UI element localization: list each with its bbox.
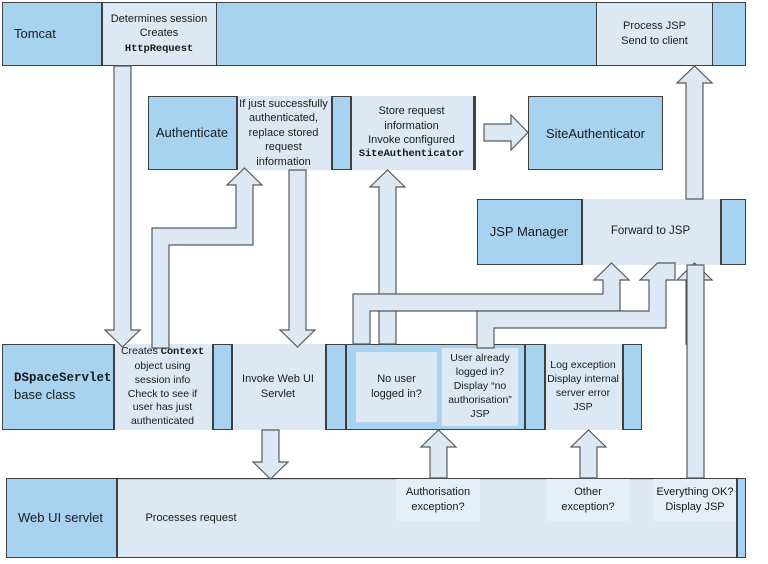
step-log-exception-line2: Display internal bbox=[547, 373, 619, 386]
step-store-request-information: Store request information Invoke configu… bbox=[350, 96, 473, 170]
step-creates-context-line6: authenticated bbox=[130, 415, 195, 428]
lane-webui-separator-2 bbox=[736, 478, 738, 558]
step-processes-request-label: Processes request bbox=[145, 511, 237, 524]
box-site-authenticator: SiteAuthenticator bbox=[528, 96, 663, 170]
creates-label: Creates bbox=[120, 344, 161, 357]
step-other-exception-label: Other exception? bbox=[561, 486, 615, 513]
arrow-authenticate-to-dspaceservlet bbox=[278, 169, 317, 348]
step-log-exception-line3: server error JSP bbox=[555, 387, 611, 413]
step-replace-stored-line4: request information bbox=[256, 141, 311, 168]
step-log-exception: Log exception Display internal server er… bbox=[544, 344, 622, 430]
step-authorisation-exception: Authorisation exception? bbox=[396, 479, 480, 521]
lane-dspace-separator-1 bbox=[113, 344, 115, 430]
step-processes-request: Processes request bbox=[126, 478, 256, 558]
context-token: Context bbox=[160, 345, 205, 358]
step-forward-to-jsp: Forward to JSP bbox=[581, 199, 720, 265]
arrow-tomcat-to-dspaceservlet bbox=[103, 65, 142, 348]
step-store-request-line1: Store request information bbox=[378, 105, 445, 132]
lane-dspace-separator-5 bbox=[345, 344, 347, 430]
step-auth-exception-line2: exception? bbox=[411, 501, 465, 513]
siteauthenticator-token: SiteAuthenticator bbox=[358, 147, 465, 160]
step-invoke-webui-line2: Servlet bbox=[260, 388, 296, 400]
creates-word: Creates bbox=[139, 27, 179, 40]
step-replace-stored-line2: authenticated, bbox=[248, 112, 319, 125]
step-creates-context-line3: session info bbox=[134, 373, 191, 386]
step-process-jsp-line1: Process JSP bbox=[623, 20, 686, 33]
step-already-logged-line3: Display “no bbox=[453, 380, 507, 393]
arrow-auth-exception-to-dspaceservlet bbox=[419, 429, 458, 479]
step-invoke-webui-servlet: Invoke Web UI Servlet bbox=[231, 344, 325, 430]
step-determines-session: Determines session Creates HttpRequest bbox=[101, 2, 217, 66]
step-already-logged-line1: User already bbox=[450, 352, 510, 365]
arrow-store-request-to-siteauthenticator bbox=[483, 113, 529, 152]
step-store-request-line2: Invoke configured bbox=[368, 134, 455, 147]
lane-dspace-separator-3 bbox=[231, 344, 233, 430]
lane-dspace-separator-7 bbox=[544, 344, 546, 430]
lane-tomcat-separator-1 bbox=[101, 2, 103, 66]
lane-webui-separator-1 bbox=[116, 478, 118, 558]
lane-dspace-separator-8 bbox=[622, 344, 624, 430]
arrow-jspmanager-to-process-jsp bbox=[675, 65, 714, 200]
step-creates-context-line5: user has just bbox=[132, 401, 193, 414]
step-auth-exception-line1: Authorisation bbox=[405, 486, 471, 499]
arrow-dspaceservlet-to-store-request bbox=[368, 169, 407, 345]
step-no-user-line2: logged in? bbox=[371, 388, 422, 400]
step-determines-session-line1: Determines session bbox=[110, 12, 208, 25]
step-process-jsp: Process JSP Send to client bbox=[596, 2, 713, 66]
step-everything-ok-line2: Display JSP bbox=[665, 501, 725, 513]
arrow-dspaceservlet-to-webui bbox=[251, 429, 290, 480]
step-user-already-logged-in: User already logged in? Display “no auth… bbox=[442, 348, 518, 426]
step-everything-ok-line1: Everything OK? bbox=[656, 486, 734, 499]
step-replace-stored-line1: If just successfully bbox=[239, 97, 328, 110]
lane-jsp-manager-separator-2 bbox=[720, 199, 722, 265]
step-creates-context-line2: object using bbox=[134, 359, 191, 372]
step-everything-ok: Everything OK? Display JSP bbox=[653, 479, 737, 521]
lane-dspace-separator-6 bbox=[524, 344, 526, 430]
arrow-already-logged-to-jspmanager bbox=[476, 262, 676, 349]
step-no-user-line1: No user bbox=[377, 373, 416, 386]
arrow-dspaceservlet-to-authenticate bbox=[151, 167, 264, 349]
arrow-other-exception-to-dspaceservlet bbox=[569, 429, 608, 479]
step-invoke-webui-line1: Invoke Web UI bbox=[242, 373, 314, 386]
step-already-logged-line2: logged in? bbox=[455, 366, 505, 379]
lane-jsp-manager-separator-1 bbox=[581, 199, 583, 265]
step-process-jsp-line2: Send to client bbox=[621, 35, 688, 47]
lane-authenticate-separator-2 bbox=[331, 96, 333, 170]
httprequest-token: HttpRequest bbox=[124, 42, 194, 55]
lane-authenticate-separator-4 bbox=[473, 96, 475, 170]
step-replace-stored-line3: replace stored bbox=[248, 126, 319, 139]
step-replace-stored-request: If just successfully authenticated, repl… bbox=[236, 96, 331, 170]
step-no-user-logged-in: No user logged in? bbox=[356, 352, 437, 422]
step-determines-session-line2: Creates HttpRequest bbox=[105, 26, 213, 56]
lane-authenticate-separator-3 bbox=[350, 96, 352, 170]
step-other-exception: Other exception? bbox=[546, 479, 630, 521]
lane-dspace-separator-4 bbox=[325, 344, 327, 430]
arrow-log-exception-to-jspmanager bbox=[675, 262, 714, 345]
lane-dspace-separator-2 bbox=[212, 344, 214, 430]
box-site-authenticator-label: SiteAuthenticator bbox=[545, 125, 645, 141]
step-log-exception-line1: Log exception bbox=[550, 359, 616, 372]
step-creates-context-line4: Check to see if bbox=[127, 387, 198, 400]
step-already-logged-line4: authorisation” bbox=[448, 393, 512, 406]
step-already-logged-line5: JSP bbox=[470, 407, 490, 420]
step-forward-to-jsp-label: Forward to JSP bbox=[610, 225, 691, 238]
lane-authenticate-separator-1 bbox=[236, 96, 238, 170]
step-creates-context: Creates Context object using session inf… bbox=[113, 344, 212, 430]
step-creates-context-line1: Creates Context bbox=[121, 345, 204, 360]
arrow-no-user-to-jspmanager bbox=[352, 262, 631, 345]
arrow-everything-ok-shaft bbox=[686, 264, 705, 479]
